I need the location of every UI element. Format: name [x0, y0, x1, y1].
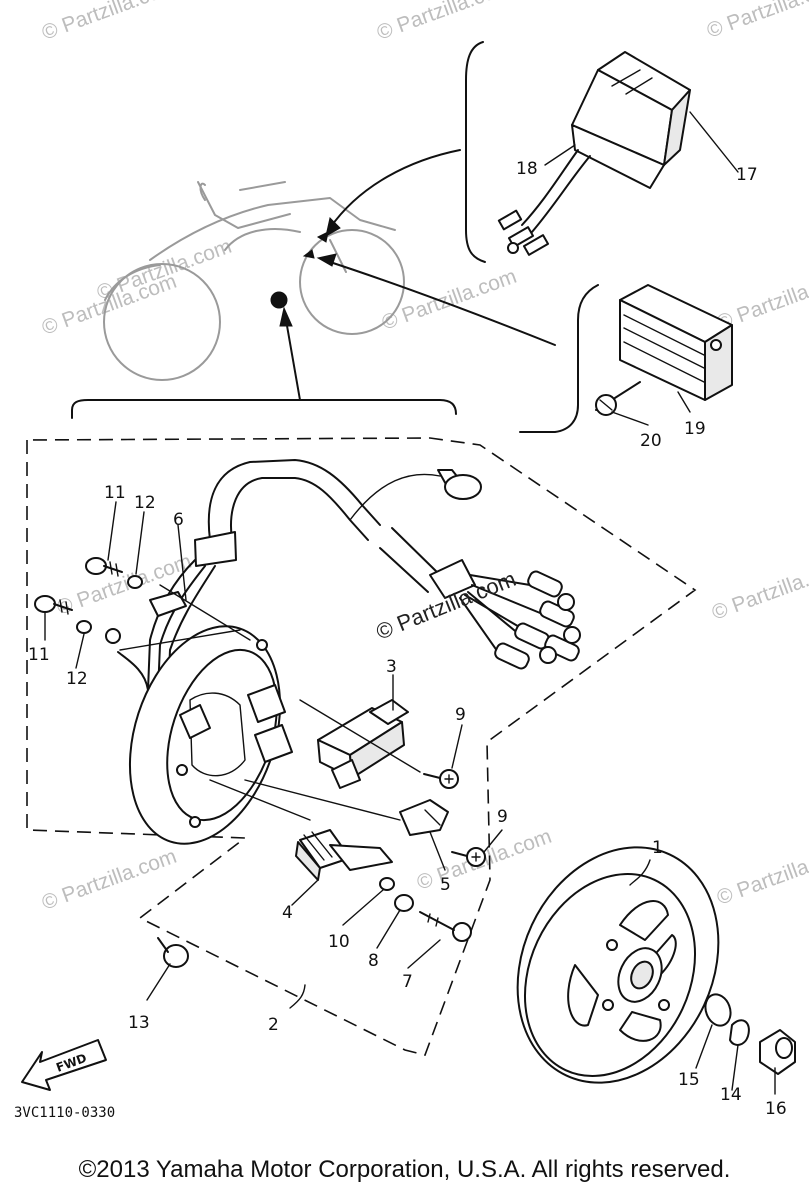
callout-20: 20	[640, 431, 662, 451]
callout-9a: 9	[455, 705, 466, 725]
screw-11b	[34, 595, 73, 615]
washer-12b	[76, 620, 92, 634]
flywheel-rotor	[516, 846, 720, 1084]
callout-7: 7	[402, 972, 413, 992]
callout-3: 3	[386, 657, 397, 677]
callout-14: 14	[720, 1085, 742, 1105]
watermark: © Partzilla.com	[709, 555, 809, 625]
callout-labels: 1 2 3 4 5 6 7 8 9 9 10 11 11 12 12 13 14…	[28, 159, 787, 1119]
callout-12b: 12	[66, 669, 88, 689]
callout-8: 8	[368, 951, 379, 971]
callout-11a: 11	[104, 483, 126, 503]
callout-13: 13	[128, 1013, 150, 1033]
nut-16	[759, 1029, 796, 1075]
callout-11b: 11	[28, 645, 50, 665]
callout-19: 19	[684, 419, 706, 439]
callout-18: 18	[516, 159, 538, 179]
location-indicators	[270, 149, 556, 401]
watermark: © Partzilla.com	[704, 0, 809, 43]
watermark: © Partzilla.com	[714, 840, 809, 910]
callout-2: 2	[268, 1015, 279, 1035]
forward-arrow: FWD	[21, 1039, 107, 1091]
mounting-bracket	[399, 799, 449, 836]
lockwasher-14	[729, 1019, 750, 1046]
leader-lines	[119, 584, 421, 821]
callout-4: 4	[282, 903, 293, 923]
washer-12a	[127, 575, 143, 589]
bolt-7	[419, 911, 472, 942]
screw-13	[157, 937, 189, 968]
stator-plate	[128, 625, 293, 845]
screw-11a	[85, 557, 123, 577]
callout-5: 5	[440, 875, 451, 895]
screw-9a	[423, 769, 459, 789]
callout-10: 10	[328, 932, 350, 952]
fasteners	[34, 557, 796, 1075]
callout-16: 16	[765, 1099, 787, 1119]
pickup-coil	[317, 699, 409, 789]
screw-9b	[451, 847, 486, 867]
callout-12a: 12	[134, 493, 156, 513]
brackets	[71, 41, 599, 433]
diagram-code: 3VC1110-0330	[14, 1105, 115, 1121]
washer-8	[394, 894, 414, 912]
connector-bundle	[429, 559, 581, 670]
callout-9b: 9	[497, 807, 508, 827]
callout-leaders	[44, 111, 776, 1095]
motorcycle-outline	[103, 181, 405, 381]
callout-15: 15	[678, 1070, 700, 1090]
callout-17: 17	[736, 165, 758, 185]
wire-harness	[105, 459, 482, 696]
assembly-boundary	[26, 437, 697, 1056]
watermark: © Partzilla.com	[374, 0, 515, 45]
rectifier-regulator	[595, 284, 733, 416]
washer-10	[379, 877, 395, 891]
source-coil	[295, 829, 393, 881]
watermark: © Partzilla.com	[39, 0, 180, 45]
copyright-notice: ©2013 Yamaha Motor Corporation, U.S.A. A…	[78, 1156, 731, 1183]
cdi-unit	[497, 51, 691, 256]
washer-15	[704, 993, 732, 1027]
callout-6: 6	[173, 510, 184, 530]
callout-1: 1	[652, 838, 663, 858]
